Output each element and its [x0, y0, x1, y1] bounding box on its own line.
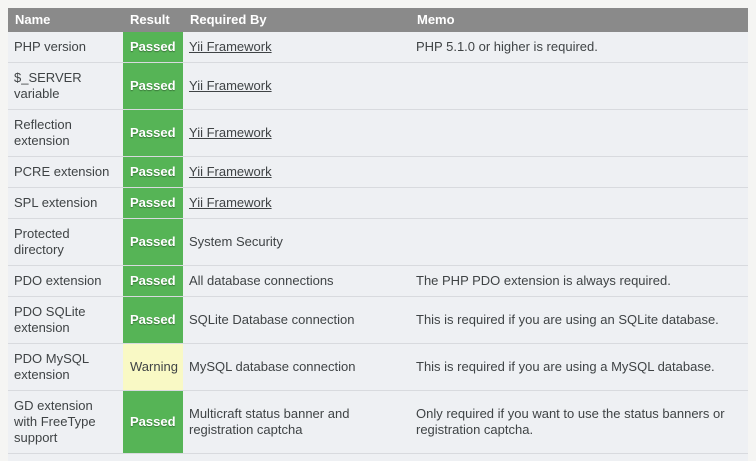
- requirement-name-cell: $_SERVER variable: [8, 63, 123, 110]
- result-badge: Warning: [123, 344, 183, 391]
- requirement-name-cell: PDO MySQL extension: [8, 344, 123, 391]
- table-row: Reflection extension Passed Yii Framewor…: [8, 110, 748, 157]
- required-by-cell: Yii Framework: [183, 110, 410, 157]
- table-row: PDO MySQL extension Warning MySQL databa…: [8, 344, 748, 391]
- required-by-cell: Yii Framework: [183, 188, 410, 219]
- required-by-text: System Security: [189, 234, 283, 249]
- required-by-cell: All database connections: [183, 266, 410, 297]
- requirements-table-body: PHP version Passed Yii Framework PHP 5.1…: [8, 32, 748, 461]
- table-row-partial: [8, 454, 748, 461]
- table-row: SPL extension Passed Yii Framework: [8, 188, 748, 219]
- requirements-table: Name Result Required By Memo PHP version…: [8, 8, 748, 461]
- required-by-text: SQLite Database connection: [189, 312, 355, 327]
- requirement-name-cell: Protected directory: [8, 219, 123, 266]
- table-row: $_SERVER variable Passed Yii Framework: [8, 63, 748, 110]
- required-by-cell: Yii Framework: [183, 157, 410, 188]
- memo-cell: [410, 188, 748, 219]
- required-by-link[interactable]: Yii Framework: [189, 164, 272, 179]
- required-by-cell: Yii Framework: [183, 32, 410, 63]
- requirement-name-cell: SPL extension: [8, 188, 123, 219]
- table-row: PCRE extension Passed Yii Framework: [8, 157, 748, 188]
- requirement-name-cell: Reflection extension: [8, 110, 123, 157]
- required-by-link[interactable]: Yii Framework: [189, 39, 272, 54]
- table-row: GD extension with FreeType support Passe…: [8, 391, 748, 454]
- memo-cell: [410, 110, 748, 157]
- requirement-name-cell: PCRE extension: [8, 157, 123, 188]
- result-badge: Passed: [123, 157, 183, 188]
- requirement-name-cell: PDO extension: [8, 266, 123, 297]
- required-by-cell: SQLite Database connection: [183, 297, 410, 344]
- required-by-cell: Multicraft status banner and registratio…: [183, 391, 410, 454]
- memo-cell: [410, 219, 748, 266]
- memo-cell: [410, 63, 748, 110]
- required-by-text: MySQL database connection: [189, 359, 355, 374]
- table-row: PDO SQLite extension Passed SQLite Datab…: [8, 297, 748, 344]
- required-by-link[interactable]: Yii Framework: [189, 195, 272, 210]
- memo-cell: [410, 157, 748, 188]
- required-by-cell: MySQL database connection: [183, 344, 410, 391]
- memo-cell: This is required if you are using an SQL…: [410, 297, 748, 344]
- table-row: PHP version Passed Yii Framework PHP 5.1…: [8, 32, 748, 63]
- memo-cell: This is required if you are using a MySQ…: [410, 344, 748, 391]
- table-row: Protected directory Passed System Securi…: [8, 219, 748, 266]
- column-header-result: Result: [123, 8, 183, 32]
- result-badge: Passed: [123, 266, 183, 297]
- requirements-table-header: Name Result Required By Memo: [8, 8, 748, 32]
- required-by-text: Multicraft status banner and registratio…: [189, 406, 349, 437]
- table-row: PDO extension Passed All database connec…: [8, 266, 748, 297]
- column-header-memo: Memo: [410, 8, 748, 32]
- column-header-name: Name: [8, 8, 123, 32]
- required-by-link[interactable]: Yii Framework: [189, 125, 272, 140]
- result-badge: Passed: [123, 219, 183, 266]
- requirement-name-cell: GD extension with FreeType support: [8, 391, 123, 454]
- result-badge: Passed: [123, 297, 183, 344]
- result-badge: Passed: [123, 391, 183, 454]
- requirement-name-cell: PDO SQLite extension: [8, 297, 123, 344]
- column-header-required-by: Required By: [183, 8, 410, 32]
- required-by-link[interactable]: Yii Framework: [189, 78, 272, 93]
- memo-cell: Only required if you want to use the sta…: [410, 391, 748, 454]
- result-badge: Passed: [123, 32, 183, 63]
- required-by-cell: Yii Framework: [183, 63, 410, 110]
- partial-row-cell: [8, 454, 748, 461]
- required-by-text: All database connections: [189, 273, 334, 288]
- result-badge: Passed: [123, 188, 183, 219]
- requirement-name-cell: PHP version: [8, 32, 123, 63]
- result-badge: Passed: [123, 63, 183, 110]
- result-badge: Passed: [123, 110, 183, 157]
- memo-cell: The PHP PDO extension is always required…: [410, 266, 748, 297]
- required-by-cell: System Security: [183, 219, 410, 266]
- memo-cell: PHP 5.1.0 or higher is required.: [410, 32, 748, 63]
